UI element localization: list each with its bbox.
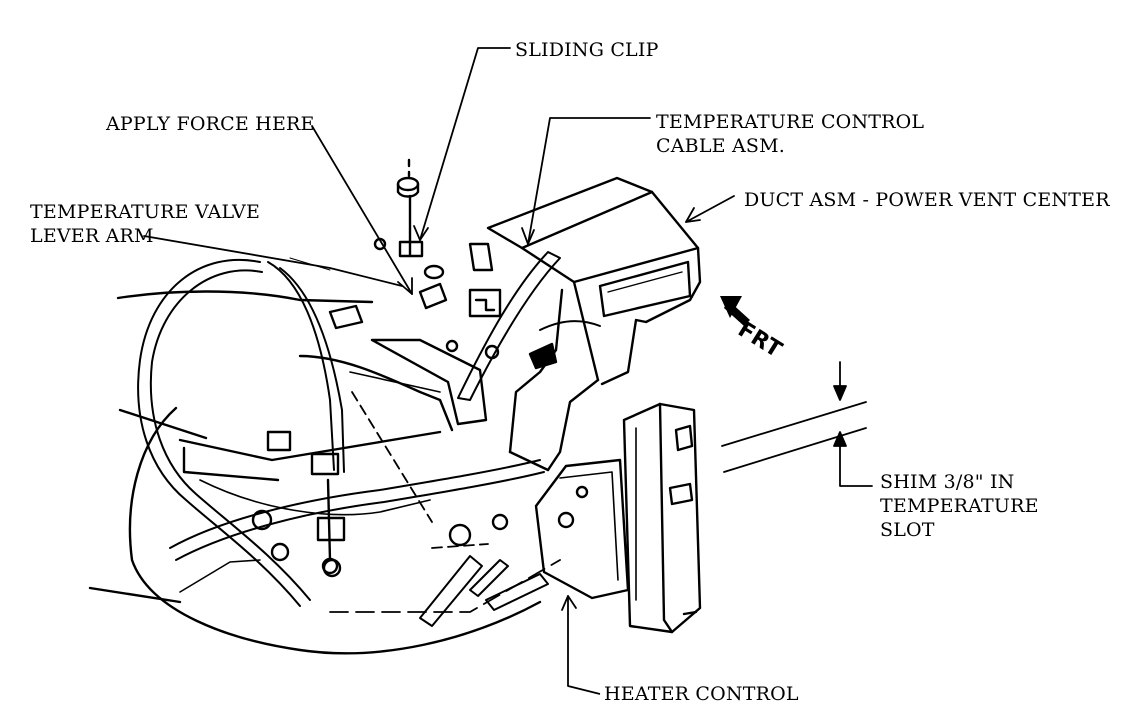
control-bracket-edge (658, 402, 674, 634)
pivot-1 (484, 344, 500, 360)
label-shim-line1: SHIM 3/8" IN (880, 471, 1015, 493)
frt-arrow-icon (720, 296, 750, 326)
heater-control (534, 402, 702, 634)
cable-anchor-detail (474, 298, 496, 312)
lever-rod (419, 555, 483, 627)
fastener-4 (448, 523, 472, 547)
valve-bracket (370, 338, 488, 426)
dash-line-2 (329, 559, 561, 613)
cable-vertical-inner (279, 267, 345, 473)
label-apply-force: APPLY FORCE HERE (106, 113, 315, 135)
leader-temp-cable (527, 117, 651, 245)
control-knob (557, 511, 575, 529)
label-heater-control: HEATER CONTROL (604, 683, 799, 705)
arrow-duct (685, 207, 701, 223)
shim-upper-arrowhead (833, 385, 847, 401)
top-cap-side (396, 182, 420, 198)
lever-arm-part (418, 282, 448, 310)
duct-top-face (486, 176, 654, 250)
duct-vent-slat (607, 271, 683, 293)
housing-bottom-detail (179, 559, 261, 593)
cable-end-bracket (316, 516, 346, 542)
duct-bottom-edge (508, 450, 550, 472)
pivot-2 (445, 339, 459, 353)
cable-clip-1 (310, 452, 340, 476)
cable-left-outer (137, 258, 301, 607)
cable-drop-wire (326, 478, 332, 562)
arrow-heater-control (561, 595, 577, 611)
cable-clip-2 (266, 430, 292, 452)
temperature-cable (137, 251, 601, 627)
slot-upper-line (721, 401, 867, 447)
label-duct: DUCT ASM - POWER VENT CENTER (744, 189, 1110, 211)
cable-anchor-block (468, 288, 502, 318)
shim-slot (721, 361, 873, 487)
cable-nut (528, 342, 558, 370)
shim-lower-arrowhead (833, 431, 847, 447)
leader-valve-arm-tick (289, 257, 331, 271)
lever-end-fitting (328, 304, 364, 330)
leader-apply-force (311, 125, 413, 295)
label-temp-cable-line1: TEMPERATURE CONTROL (656, 111, 925, 133)
cable-lower-inner (175, 471, 545, 561)
arrow-sliding-clip (413, 225, 429, 241)
leader-valve-arm (143, 235, 403, 287)
valve-parts (328, 158, 558, 531)
duct-right-face (600, 190, 702, 386)
duct-lower-right (546, 378, 600, 472)
fastener-2 (270, 542, 290, 562)
housing-top-edge (116, 290, 374, 304)
arrow-temp-cable (521, 227, 535, 245)
fastener-1 (251, 509, 273, 531)
control-plate (534, 458, 630, 600)
cable-right-tail (539, 320, 601, 331)
housing-inner-line (349, 371, 441, 393)
housing-inner-step (298, 354, 454, 432)
leader-duct (685, 195, 735, 223)
control-screw (575, 485, 589, 499)
sliding-clip-part (398, 240, 424, 258)
duct-mid-edge (572, 246, 700, 284)
lever-washer (423, 264, 445, 280)
cable-left-inner (149, 269, 311, 601)
label-shim-line2: TEMPERATURE (880, 495, 1039, 517)
housing-shelf (178, 430, 442, 462)
housing-flange (182, 446, 280, 482)
housing-rib (199, 479, 431, 516)
duct-assembly (486, 176, 702, 472)
cable-lower-outer (169, 459, 541, 549)
pivot-3 (491, 513, 509, 531)
top-cap (396, 176, 420, 192)
cable-vertical-outer (267, 261, 335, 471)
control-bracket-foot (682, 610, 698, 616)
slot-lower-line (723, 427, 867, 473)
heater-cable-end (469, 559, 509, 597)
label-valve-line2: LEVER ARM (30, 225, 154, 247)
control-bracket-tab-2 (668, 482, 694, 506)
leaders (143, 47, 735, 687)
arrow-apply-force (397, 277, 413, 295)
housing-outer-curve (128, 406, 542, 655)
control-bracket-tab (674, 424, 694, 452)
label-valve-line1: TEMPERATURE VALVE (30, 201, 261, 223)
cable-right-run (457, 251, 561, 401)
cable-end-clip (468, 242, 494, 272)
dash-line-1 (351, 391, 433, 523)
housing-bottom-left (88, 586, 182, 604)
dash-line-3 (431, 543, 489, 549)
heater-housing (88, 290, 542, 655)
label-sliding-clip: SLIDING CLIP (515, 39, 659, 61)
cable-end-ring (322, 558, 342, 578)
cable-clips (266, 430, 346, 578)
label-shim-line3: SLOT (880, 519, 935, 541)
label-temp-cable-line2: CABLE ASM. (656, 135, 785, 157)
housing-left-leader (118, 408, 208, 440)
leader-sliding-clip (419, 47, 511, 241)
duct-vent-window (598, 260, 692, 318)
duct-lower-left (508, 288, 564, 454)
shim-lower-arrow-line (839, 435, 873, 487)
control-plate-inner (559, 471, 619, 581)
